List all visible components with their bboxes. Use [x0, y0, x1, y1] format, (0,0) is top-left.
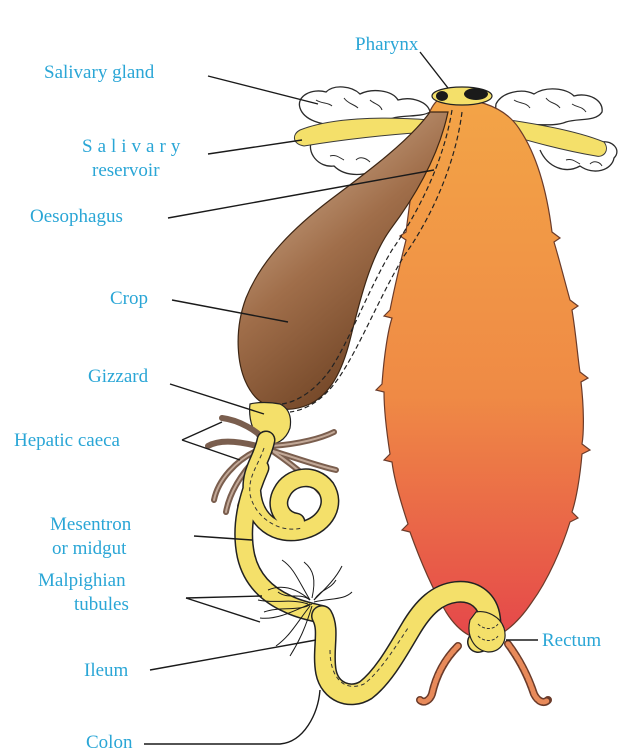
label-rectum: Rectum	[542, 630, 601, 651]
label-salivary-gland: Salivary gland	[44, 62, 155, 83]
label-hepatic-caeca: Hepatic caeca	[14, 430, 121, 451]
label-gizzard: Gizzard	[88, 366, 149, 387]
leader-pharynx	[420, 52, 448, 88]
label-salivary-reservoir-line2: reservoir	[92, 160, 160, 181]
label-salivary-reservoir-line1: Salivary	[82, 136, 185, 157]
pharynx-left-spot	[436, 91, 448, 101]
label-mesentron-line2: or midgut	[52, 538, 127, 559]
pharynx-dark-spot	[464, 88, 488, 100]
label-malpighian-line1: Malpighian	[38, 570, 126, 591]
leader-salivary-gland	[208, 76, 318, 104]
label-colon: Colon	[86, 732, 133, 751]
leader-colon	[144, 690, 320, 744]
label-pharynx: Pharynx	[355, 34, 419, 55]
label-crop: Crop	[110, 288, 148, 309]
leader-salivary-reservoir	[208, 140, 302, 154]
leader-malpighian-2	[186, 598, 260, 622]
label-oesophagus: Oesophagus	[30, 206, 123, 227]
label-malpighian-line2: tubules	[74, 594, 129, 615]
leader-malpighian-1	[186, 596, 262, 598]
label-ileum: Ileum	[84, 660, 129, 681]
label-mesentron-line1: Mesentron	[50, 514, 132, 535]
leader-hepatic-caeca-1	[182, 422, 222, 440]
